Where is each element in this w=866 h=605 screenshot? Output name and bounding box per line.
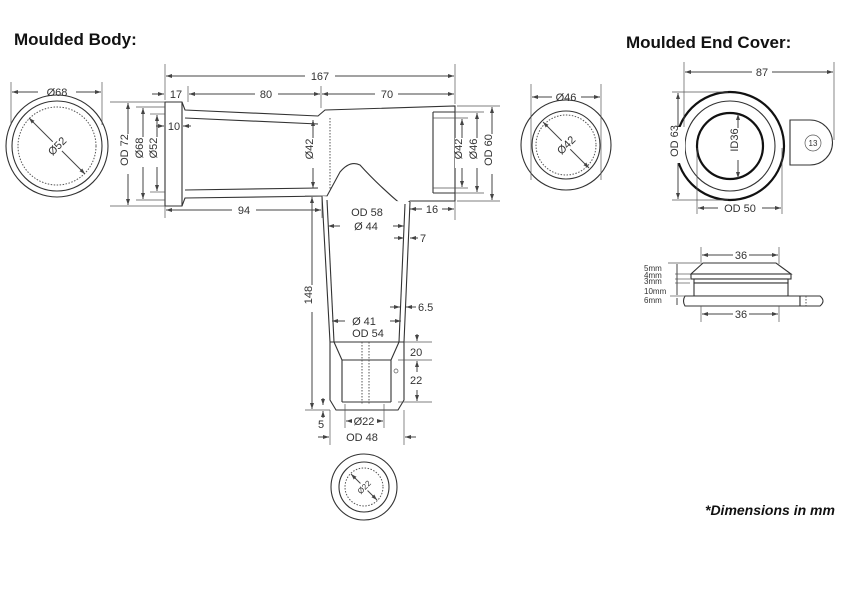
right-od-label: OD 60	[483, 134, 495, 166]
cover-side-top-width-label: 36	[735, 250, 747, 262]
right-end-outer-dia-label: Ø46	[556, 92, 577, 104]
cover-od50-label: OD 50	[724, 203, 756, 215]
left-end-bore-circle	[17, 106, 97, 186]
left-dia-52-label: Ø52	[148, 138, 160, 159]
cover-side-bottom-width-label: 36	[735, 309, 747, 321]
taper-height-label: 20	[410, 347, 422, 359]
branch-length-label: 148	[303, 286, 315, 304]
body-side-view: 167 17 80 70 10 OD 72 Ø68 Ø52	[110, 64, 500, 220]
layer-label-5: 6mm	[644, 296, 662, 305]
layer-label-3: 3mm	[644, 277, 662, 286]
cover-id-label: ID36	[729, 128, 741, 151]
left-od-label: OD 72	[119, 134, 131, 166]
cover-top-view: 13 87 OD 63 ID36 OD 50	[669, 62, 835, 215]
overall-length-label: 167	[311, 71, 329, 83]
taper-length-label: 80	[260, 89, 272, 101]
outlet-dia-label: Ø22	[354, 416, 375, 428]
bore-right-label: Ø42	[453, 139, 465, 160]
layer-label-2: 4mm	[644, 271, 662, 280]
to-branch-label: 94	[238, 205, 250, 217]
branch-top-id-label: Ø 44	[354, 221, 378, 233]
cover-tab-label: 13	[809, 139, 818, 148]
moulded-end-cover-heading: Moulded End Cover:	[626, 33, 792, 52]
branch-bottom-id-label: Ø 41	[352, 316, 376, 328]
left-dia-68-label: Ø68	[134, 138, 146, 159]
branch-top-od-label: OD 58	[351, 207, 383, 219]
right-length-label: 70	[381, 89, 393, 101]
branch-end-view: Ø22	[330, 453, 398, 521]
cover-width-label: 87	[756, 67, 768, 79]
cover-side-view: 36 36 5mm 4mm 3mm 10mm 6mm	[644, 247, 824, 322]
lip-height-label: 5	[318, 419, 324, 431]
layer-label-1: 5mm	[644, 264, 662, 273]
moulded-body-heading: Moulded Body:	[14, 30, 137, 49]
units-note: *Dimensions in mm	[705, 502, 835, 518]
layer-label-4: 10mm	[644, 287, 667, 296]
left-end-outer-dia-label: Ø68	[47, 87, 68, 99]
neck-height-label: 22	[410, 375, 422, 387]
branch-offset-label: 16	[426, 204, 438, 216]
branch-outer-outline	[321, 195, 411, 411]
branch-bottom-wall-label: 6.5	[418, 302, 433, 314]
outlet-od-label: OD 48	[346, 432, 378, 444]
socket-depth-label: 10	[168, 121, 180, 133]
body-right-end-view: Ø46 Ø42	[520, 84, 612, 191]
bore-left-label: Ø42	[304, 139, 316, 160]
branch-bottom-od-label: OD 54	[352, 328, 384, 340]
socket-length-label: 17	[170, 89, 182, 101]
branch-top-wall-label: 7	[420, 233, 426, 245]
body-left-end-view: Ø68 Ø52	[5, 82, 109, 198]
branch-view: OD 58 Ø 44 7 148 6.5 Ø 41 OD 54 20 22 5	[303, 195, 433, 445]
cover-od-label: OD 63	[669, 125, 681, 157]
dia-46-label: Ø46	[468, 139, 480, 160]
